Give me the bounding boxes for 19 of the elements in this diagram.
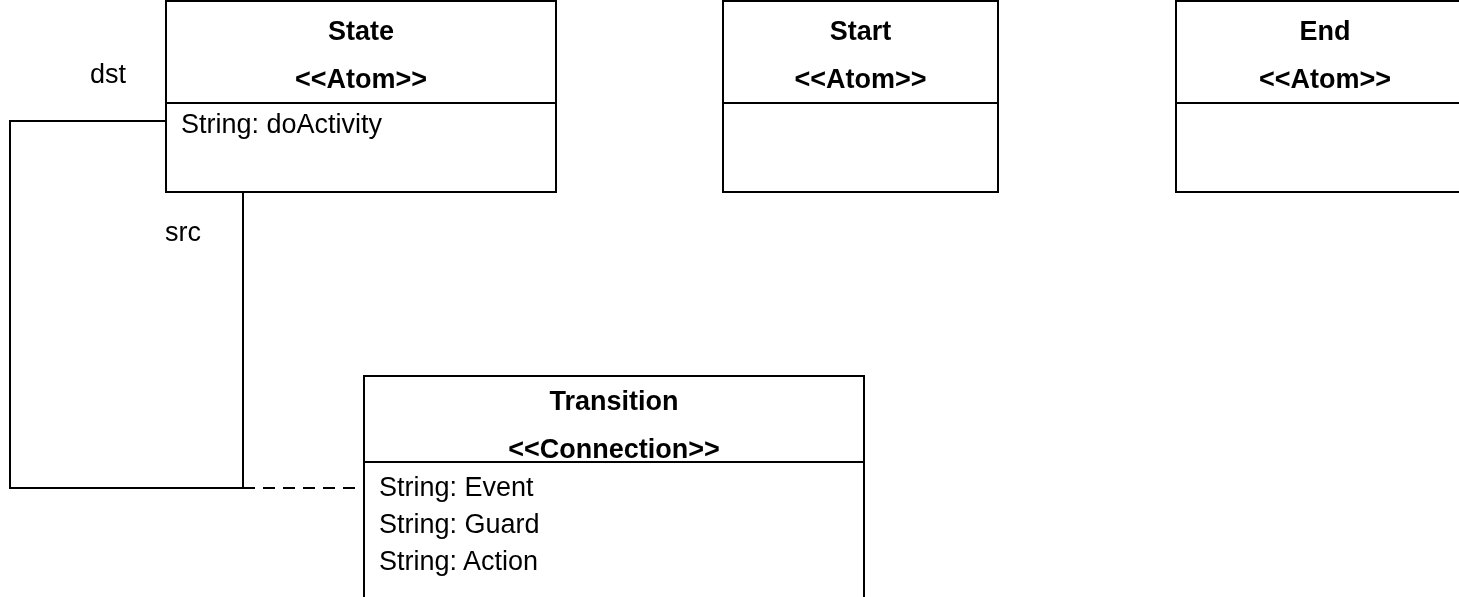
stereotype-label: <<Atom>> [1257,63,1393,96]
association-line [9,120,244,489]
role-label: src [165,217,201,248]
class-name: Transition [548,385,680,418]
stereotype-label: <<Connection>> [507,433,721,466]
class-box [1175,0,1459,193]
class-box [165,0,557,193]
class-name: End [1298,15,1352,48]
stereotype-label: <<Atom>> [293,63,429,96]
attribute-text: String: doActivity [181,108,383,141]
stereotype-label: <<Atom>> [793,63,928,96]
class-name: State [327,15,395,48]
attribute-text: String: Guard [379,508,540,541]
attribute-text: String: Event [379,471,534,504]
attribute-text: String: Action [379,545,539,578]
role-label: dst [90,59,127,90]
class-name: Start [828,15,893,48]
class-box [722,0,999,193]
class-box [363,375,865,597]
